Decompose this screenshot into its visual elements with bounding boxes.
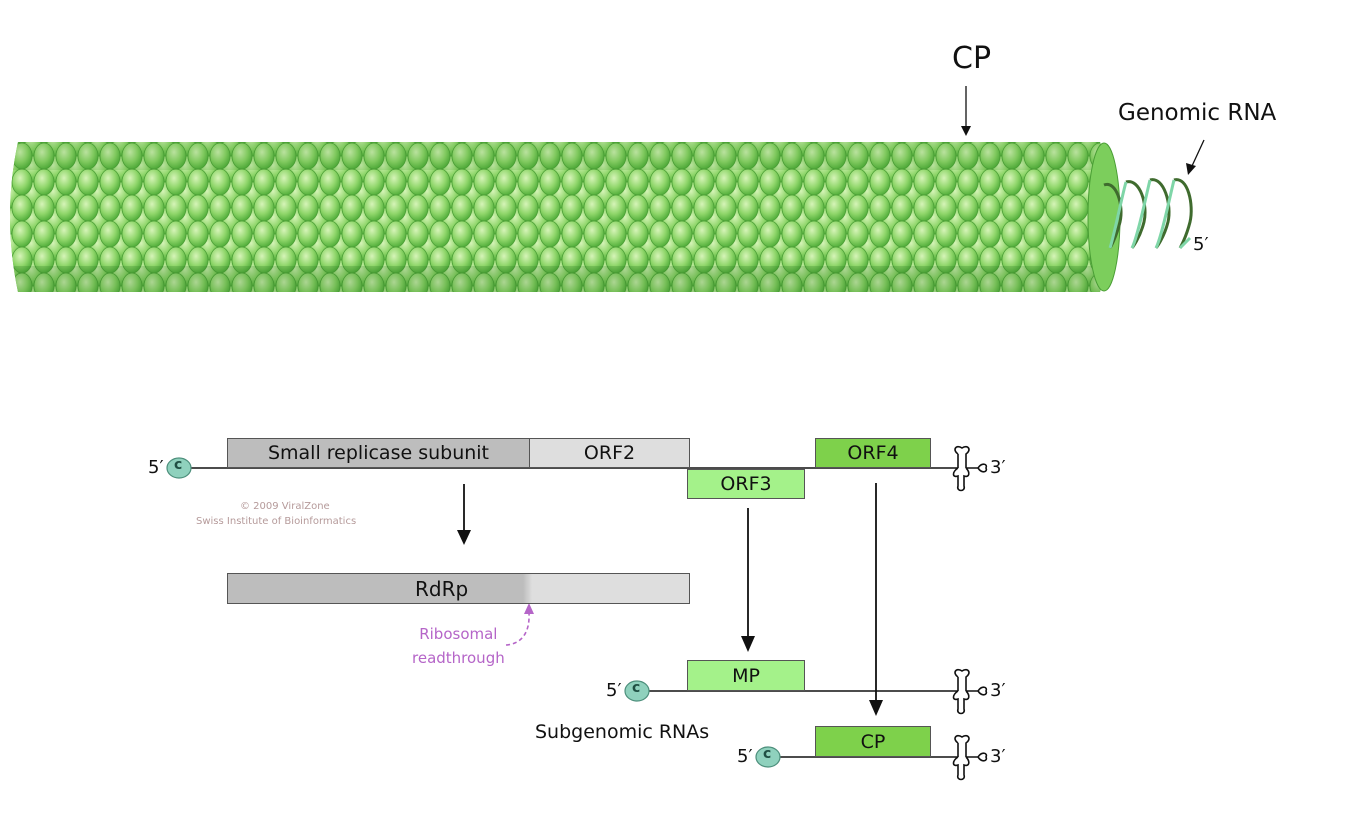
rdrp-bar [227, 573, 690, 604]
subgenomic-mp-three-prime-label: 3′ [990, 680, 1006, 701]
rdrp-label: RdRp [415, 577, 469, 601]
cp-label: CP [952, 41, 992, 76]
genomic-rna-helix [1103, 178, 1193, 250]
ribosomal-readthrough-label: Ribosomal readthrough [412, 622, 505, 670]
copyright-line2: Swiss Institute of Bioinformatics [196, 515, 357, 527]
orf3-box: ORF3 [687, 469, 805, 499]
trna-like-structure-icon [948, 734, 988, 781]
trna-like-structure-icon [948, 445, 988, 492]
genomic-rna-pointer-arrow [1186, 139, 1205, 175]
genomic-rna-label: Genomic RNA [1118, 100, 1277, 126]
copyright-line1: © 2009 ViralZone [240, 501, 330, 512]
cap-icon [755, 746, 781, 768]
cp-box: CP [815, 726, 931, 757]
genome-three-prime-label: 3′ [990, 457, 1006, 478]
arrow-orf4-to-cp [869, 483, 883, 716]
translation-arrow-replicase [457, 484, 471, 545]
subgenomic-rnas-label: Subgenomic RNAs [535, 721, 710, 743]
cap-letter: c [632, 680, 641, 696]
mp-box: MP [687, 660, 805, 691]
trna-like-structure-icon [948, 668, 988, 715]
subgenomic-cp-five-prime-label: 5′ [737, 746, 753, 767]
genome-five-prime-label: 5′ [148, 457, 164, 478]
copyright-notice: © 2009 ViralZone Swiss Institute of Bioi… [196, 500, 356, 529]
cap-icon [166, 457, 192, 479]
cap-letter: c [174, 457, 183, 473]
rna-five-prime-label: 5′ [1193, 234, 1209, 255]
cap-letter: c [763, 746, 772, 762]
subgenomic-mp-five-prime-label: 5′ [606, 680, 622, 701]
readthrough-arrow [505, 603, 534, 646]
subgenomic-cp-three-prime-label: 3′ [990, 746, 1006, 767]
orf2-box: ORF2 [529, 438, 690, 468]
cp-pointer-arrow [961, 86, 971, 136]
orf1-small-replicase-subunit: Small replicase subunit [227, 438, 530, 468]
arrow-orf3-to-mp [741, 508, 755, 652]
ribosomal-readthrough-line1: Ribosomal [419, 625, 498, 643]
cap-icon [624, 680, 650, 702]
ribosomal-readthrough-line2: readthrough [412, 649, 505, 667]
orf4-box: ORF4 [815, 438, 931, 468]
capsid-rod [10, 142, 1121, 292]
